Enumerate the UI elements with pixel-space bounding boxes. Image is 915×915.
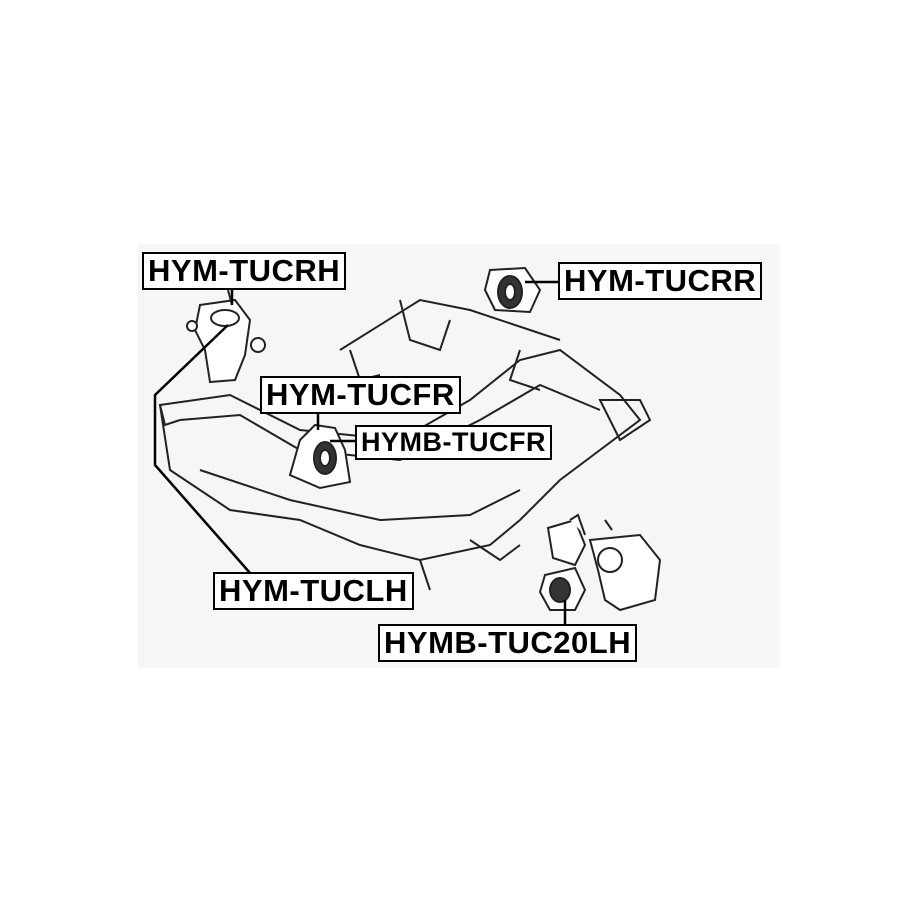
mount-tuc20lh [538,513,662,612]
part-label-hymb-tuc20lh: HYMB-TUC20LH [378,624,638,662]
bushing-tucrr [483,266,542,314]
part-label-hym-tucrh: HYM-TUCRH [142,252,347,290]
part-label-hym-tuclh: HYM-TUCLH [213,572,414,610]
mount-tucrh [186,289,266,384]
leader-lines [153,280,567,625]
part-label-hym-tucfr: HYM-TUCFR [260,376,461,414]
part-label-hymb-tucfr: HYMB-TUCFR [355,425,552,460]
part-label-hym-tucrr: HYM-TUCRR [558,262,763,300]
